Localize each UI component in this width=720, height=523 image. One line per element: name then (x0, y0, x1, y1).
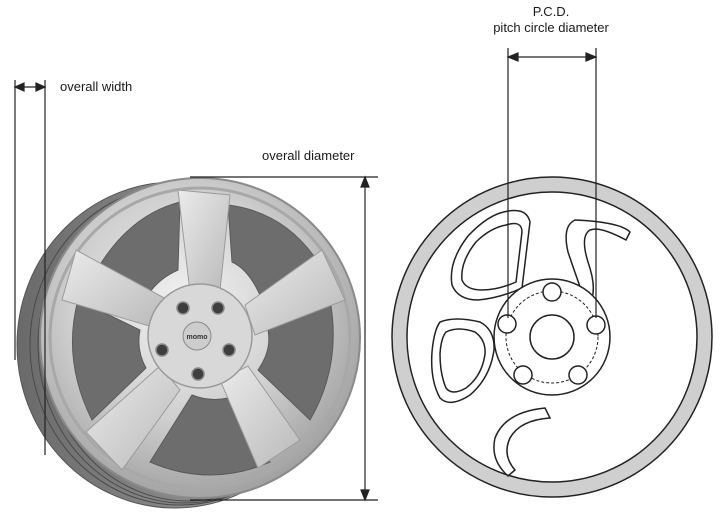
overall-diameter-dimension (190, 175, 378, 502)
overall-width-arrowhead-right (35, 82, 47, 92)
schematic-spoke-openings (430, 209, 631, 477)
overall-diameter-label: overall diameter (262, 148, 355, 163)
rim-lip (48, 186, 352, 490)
center-cap (182, 321, 212, 351)
wheel-lug-holes (155, 301, 236, 381)
overall-diameter-arrowhead-bottom (360, 489, 370, 502)
overall-width-dimension (13, 80, 47, 455)
pcd-abbrev-label: P.C.D. (532, 4, 570, 19)
pcd-arrowhead-right (585, 52, 598, 62)
schematic-bolt-holes (497, 282, 606, 385)
alloy-wheel-illustration: momo (16, 177, 361, 509)
overall-diameter-arrowhead-top (360, 175, 370, 188)
overall-width-arrowhead-left (13, 82, 25, 92)
pcd-dimension (506, 48, 598, 318)
spokes (61, 189, 346, 471)
center-cap-logo: momo (187, 334, 208, 341)
pcd-arrowhead-left (506, 52, 519, 62)
schematic-center-bore (529, 314, 575, 360)
pcd-schematic-wheel (391, 176, 713, 498)
overall-width-label: overall width (60, 79, 133, 94)
pcd-full-label: pitch circle diameter (493, 20, 609, 35)
